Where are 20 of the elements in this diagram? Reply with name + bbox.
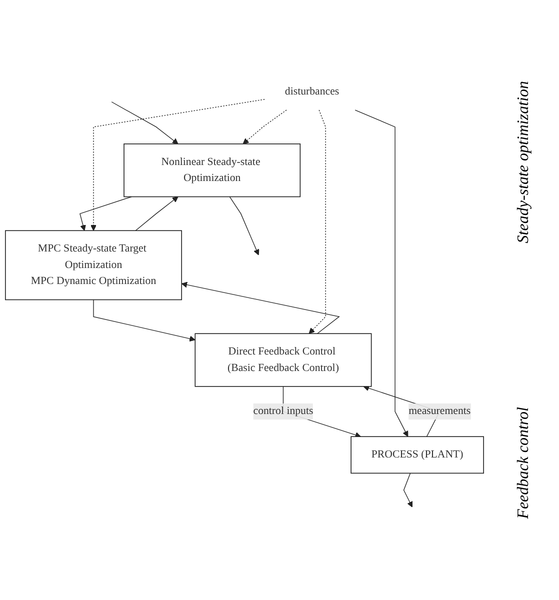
arrow [93, 298, 196, 342]
arrow [354, 109, 408, 436]
edge-label: measurements [408, 405, 471, 417]
node-text: disturbances [284, 85, 340, 97]
arrow [403, 472, 412, 507]
arrow [181, 281, 340, 334]
node-box: Direct Feedback Control (Basic Feedback Control) [194, 332, 372, 386]
side-note: Steady-state optimization [515, 81, 533, 244]
arrow [308, 109, 326, 334]
edge-label: control inputs [253, 405, 314, 417]
node-box: PROCESS (PLANT) [350, 436, 484, 474]
arrow [111, 101, 178, 144]
arrow [229, 196, 260, 255]
arrow [242, 109, 287, 144]
node-box: MPC Steady-state Target Optimization MPC Dynamic Optimization [5, 230, 182, 300]
side-note: Feedback control [515, 406, 533, 518]
arrow [80, 196, 132, 230]
arrow [135, 196, 178, 231]
arrow [90, 98, 265, 230]
node-box: Nonlinear Steady-state Optimization [124, 143, 301, 197]
